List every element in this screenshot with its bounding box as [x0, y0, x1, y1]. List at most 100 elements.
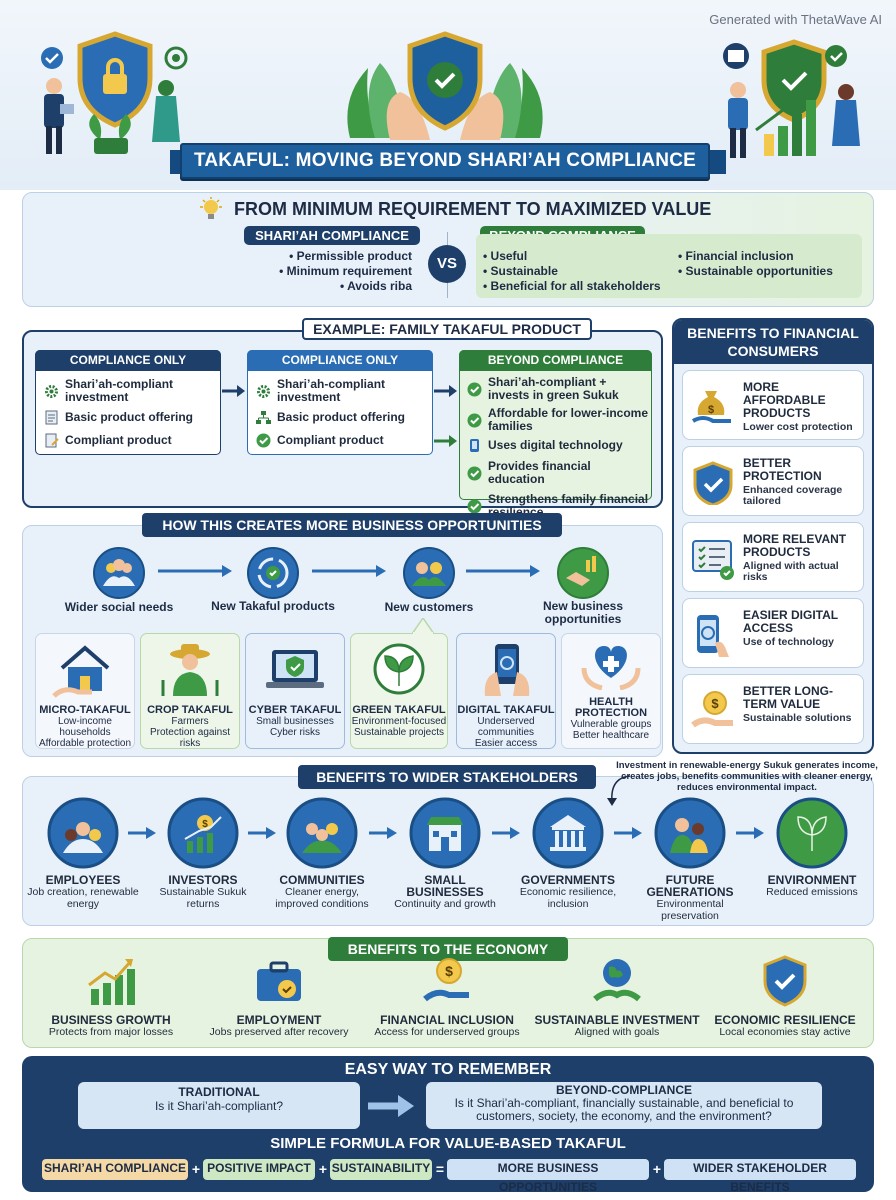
list-item: • Beneficial for all stakeholders — [483, 279, 661, 293]
globe-plant-hand-icon — [593, 959, 641, 1002]
heart-hands-icon — [581, 646, 641, 691]
product-card-cyber: CYBER TAKAFUL Small businesses Cyber ris… — [245, 633, 345, 749]
callout-pointer — [412, 618, 434, 634]
arrow-right-icon — [491, 827, 520, 839]
formula-heading: SIMPLE FORMULA FOR VALUE-BASED TAKAFUL — [270, 1135, 626, 1152]
beyond-text: Is it Shari’ah-compliant, financially su… — [454, 1096, 794, 1123]
briefcase-icon — [257, 961, 301, 1001]
product-card-crop: CROP TAKAFUL Farmers Protection against … — [140, 633, 240, 749]
benefit-title: EASIER DIGITAL ACCESS — [743, 608, 838, 635]
phone-icon — [470, 439, 479, 452]
beyond-list-col2: • Financial inclusion • Sustainable oppo… — [678, 249, 833, 279]
document-pen-icon — [45, 433, 59, 448]
economy-item-financial-inclusion: $ FINANCIAL INCLUSION Access for underse… — [362, 955, 532, 1038]
shield-check-icon — [693, 461, 733, 505]
traditional-box: TRADITIONAL Is it Shari’ah-compliant? — [78, 1082, 360, 1129]
list-item: • Minimum requirement — [279, 264, 412, 278]
product-line: Sustainable projects — [353, 727, 445, 738]
economy-title: SUSTAINABLE INVESTMENT — [534, 1013, 700, 1027]
stakeholder-future-generations — [653, 796, 727, 875]
product-card-health: HEALTH PROTECTION Vulnerable groups Bett… — [561, 633, 661, 749]
stakeholder-employees — [46, 796, 120, 875]
check-circle-icon — [467, 382, 482, 396]
product-card-green: GREEN TAKAFUL Environment-focused Sustai… — [350, 633, 448, 749]
list-item-label: Basic product offering — [277, 410, 406, 424]
check-circle-icon — [467, 466, 482, 480]
economy-item-economic-resilience: ECONOMIC RESILIENCE Local economies stay… — [700, 955, 870, 1038]
economy-title: FINANCIAL INCLUSION — [380, 1013, 514, 1027]
formula-term-impact: POSITIVE IMPACT — [203, 1159, 315, 1180]
beyond-list-col1: • Useful • Sustainable • Beneficial for … — [483, 249, 661, 294]
hierarchy-icon — [256, 411, 271, 424]
stakeholder-title: COMMUNITIES — [279, 873, 365, 887]
coin-hand-icon: $ — [691, 691, 733, 728]
arrow-right-icon — [434, 435, 457, 447]
svg-text:$: $ — [711, 696, 719, 711]
col-list: Shari’ah-compliant investment Basic prod… — [44, 378, 216, 448]
svg-text:$: $ — [445, 963, 453, 979]
arrow-right-icon — [158, 565, 232, 577]
laptop-shield-icon — [266, 650, 324, 688]
stakeholder-sub: Reduced emissions — [766, 886, 858, 898]
product-card-digital: DIGITAL TAKAFUL Underserved communities … — [456, 633, 556, 749]
product-line: Environment-focused — [351, 716, 447, 727]
stakeholders-heading: BENEFITS TO WIDER STAKEHOLDERS — [298, 765, 596, 789]
economy-item-business-growth: BUSINESS GROWTH Protects from major loss… — [26, 955, 196, 1038]
flow-label: New Takaful products — [211, 599, 335, 613]
plus-sign: + — [652, 1161, 662, 1177]
formula-term-sustainability: SUSTAINABILITY — [330, 1159, 432, 1180]
stakeholder-sub: Sustainable Sukuk returns — [159, 886, 247, 910]
example-heading: EXAMPLE: FAMILY TAKAFUL PRODUCT — [302, 318, 592, 340]
product-line: Protection against risks — [149, 727, 231, 749]
flow-node-new-customers — [402, 546, 456, 605]
economy-heading: BENEFITS TO THE ECONOMY — [328, 937, 568, 961]
arrow-right-icon — [222, 385, 245, 397]
shariah-compliance-list: • Permissible product • Minimum requirem… — [236, 249, 412, 294]
product-title: DIGITAL TAKAFUL — [457, 704, 555, 716]
comparison-heading: FROM MINIMUM REQUIREMENT TO MAXIMIZED VA… — [234, 199, 712, 219]
stakeholder-icon — [409, 797, 481, 869]
economy-sub: Local economies stay active — [719, 1026, 851, 1038]
stakeholder-icon — [654, 797, 726, 869]
list-item-label: Shari’ah-compliant investment — [65, 377, 174, 404]
product-title: HEALTH PROTECTION — [574, 696, 648, 719]
shield-check-icon — [763, 955, 807, 1007]
consumer-benefits-heading: BENEFITS TO FINANCIAL CONSUMERS — [674, 320, 872, 364]
arrow-right-icon — [368, 1095, 414, 1117]
stakeholder-communities — [285, 796, 359, 875]
economy-title: BUSINESS GROWTH — [51, 1013, 171, 1027]
product-line: Small businesses — [256, 716, 334, 727]
economy-item-sustainable-investment: SUSTAINABLE INVESTMENT Aligned with goal… — [532, 955, 702, 1038]
stakeholder-icon — [286, 797, 358, 869]
stakeholder-title: GOVERNMENTS — [520, 873, 615, 887]
benefit-sub: Lower cost protection — [743, 421, 853, 433]
equals-sign: = — [435, 1161, 445, 1177]
beyond-compliance-box: BEYOND-COMPLIANCE Is it Shari’ah-complia… — [426, 1082, 822, 1129]
product-title: CROP TAKAFUL — [147, 704, 233, 716]
page-title: TAKAFUL: MOVING BEYOND SHARI’AH COMPLIAN… — [180, 143, 710, 179]
stakeholder-governments — [531, 796, 605, 875]
economy-item-employment: EMPLOYMENT Jobs preserved after recovery — [194, 955, 364, 1038]
list-item: • Financial inclusion — [678, 249, 794, 263]
stakeholder-title: SMALL BUSINESSES — [406, 873, 484, 899]
col-list: Shari’ah-compliant + invests in green Su… — [467, 376, 649, 519]
arrow-right-icon — [368, 827, 397, 839]
product-line: Better healthcare — [572, 730, 650, 741]
economy-sub: Jobs preserved after recovery — [209, 1026, 349, 1038]
farmer-icon — [161, 644, 219, 696]
stakeholder-small-businesses — [408, 796, 482, 875]
stakeholder-sub: Cleaner energy, improved conditions — [275, 886, 369, 910]
flow-label: New customers — [384, 600, 474, 614]
flow-node-new-products — [246, 546, 300, 605]
list-item-label: Compliant product — [277, 433, 384, 447]
flow-node-opportunities — [556, 546, 610, 605]
beyond-title: BEYOND-COMPLIANCE — [555, 1083, 692, 1097]
product-line: Low-income households — [58, 716, 112, 738]
list-item-label: Affordable for lower-income families — [488, 406, 649, 433]
checklist-screen-icon — [692, 540, 734, 580]
